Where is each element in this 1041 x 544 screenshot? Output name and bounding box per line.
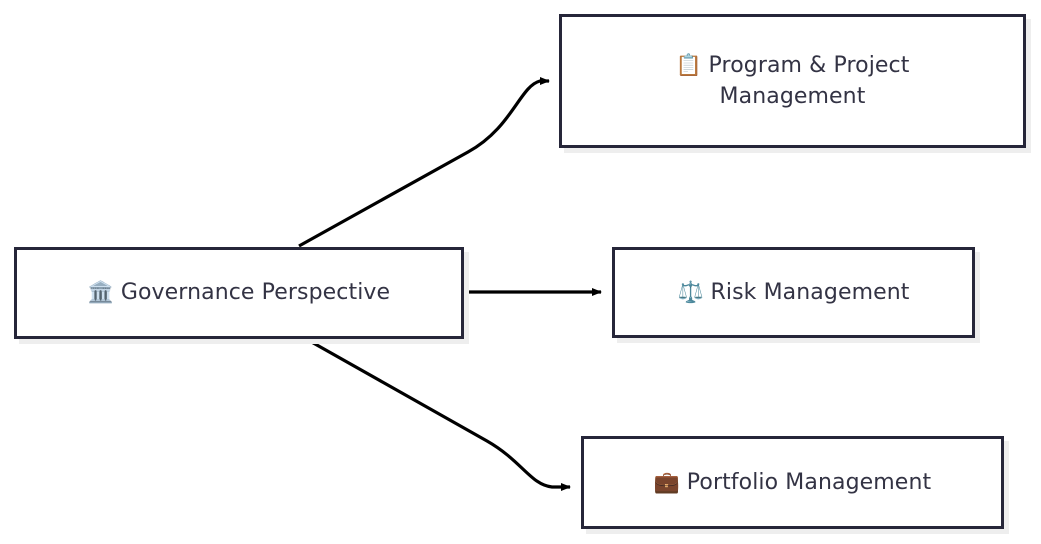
node-risk-text: ⚖️ Risk Management	[667, 277, 919, 308]
node-portfolio-text: 💼 Portfolio Management	[644, 467, 941, 498]
edge-governance-to-portfolio	[307, 338, 571, 491]
node-program-project-management[interactable]: 📋 Program & Project Management	[559, 14, 1026, 148]
node-governance-perspective[interactable]: 🏛️ Governance Perspective	[14, 247, 464, 339]
node-portfolio-label: Portfolio Management	[686, 469, 932, 495]
balance-scale-icon: ⚖️	[677, 279, 711, 304]
node-portfolio-management[interactable]: 💼 Portfolio Management	[581, 436, 1004, 529]
node-program-text: 📋 Program & Project Management	[666, 50, 920, 112]
node-risk-label: Risk Management	[710, 279, 910, 305]
clipboard-icon: 📋	[675, 52, 709, 77]
node-program-label: Program & Project Management	[708, 52, 910, 109]
edge-governance-to-program	[298, 77, 550, 248]
node-risk-management[interactable]: ⚖️ Risk Management	[612, 247, 975, 338]
node-governance-label: Governance Perspective	[120, 280, 391, 306]
briefcase-icon: 💼	[653, 469, 687, 494]
node-governance-text: 🏛️ Governance Perspective	[78, 277, 400, 308]
classical-building-icon: 🏛️	[87, 280, 121, 305]
